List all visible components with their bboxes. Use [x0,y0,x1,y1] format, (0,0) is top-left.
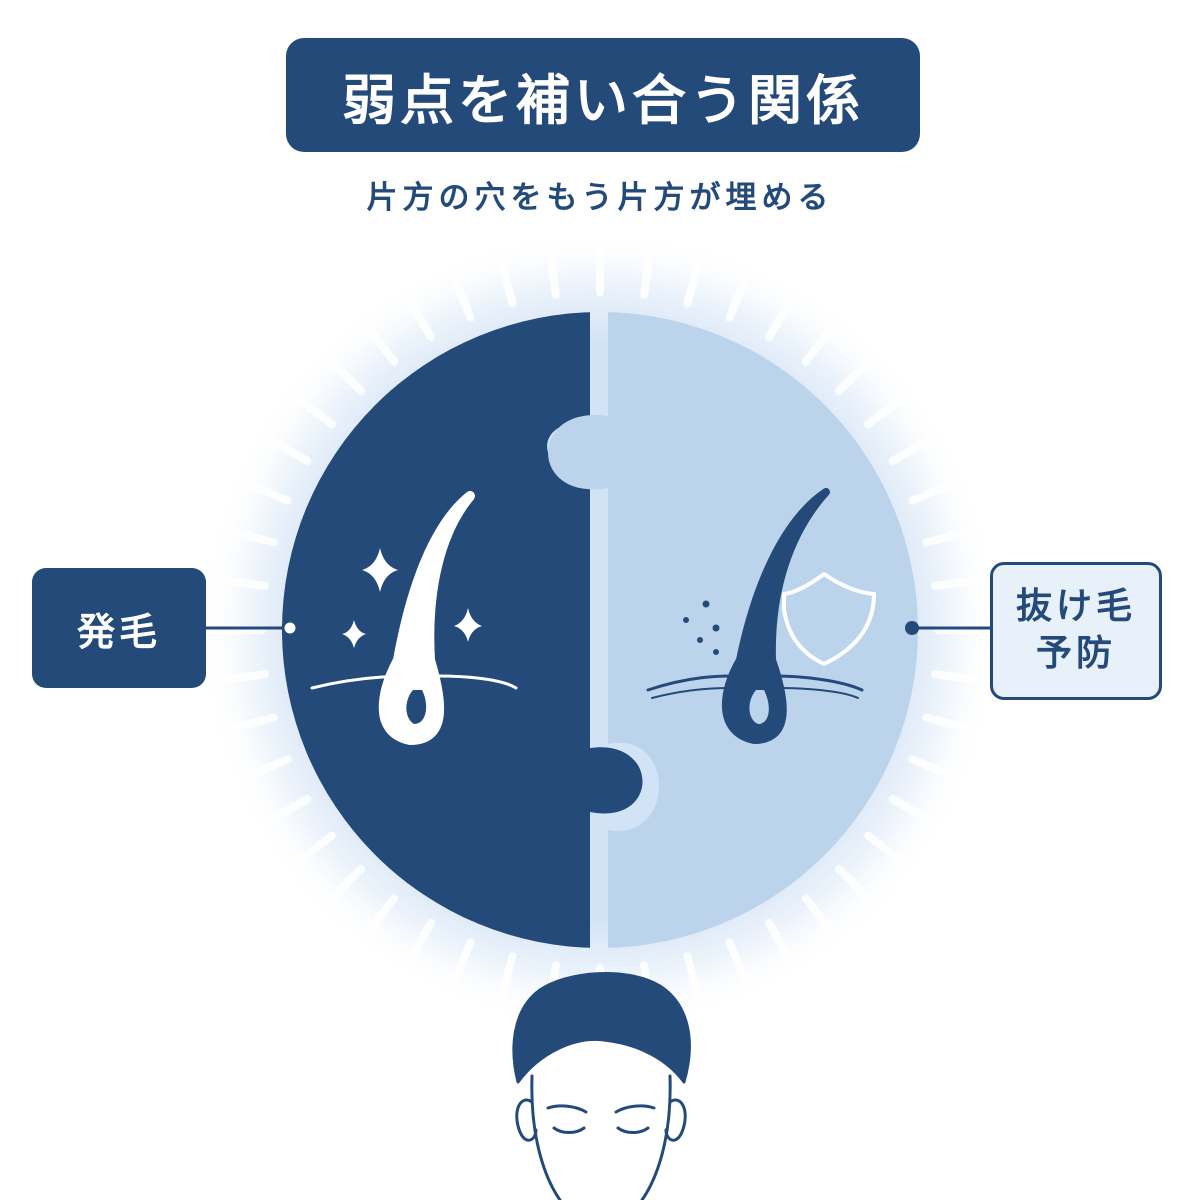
glow-ray [288,831,336,871]
man-face-icon [512,972,691,1200]
hair-follicle-icon [310,491,518,745]
glow-ray [359,894,399,942]
glow-ray [922,713,979,735]
glow-ray [321,865,365,909]
glow-ray [683,952,705,1009]
glow-ray [864,831,912,871]
glow-ray [211,670,269,685]
glow-ray [864,389,912,429]
sparkle-icon [342,548,482,648]
hair-loss-prevention-label: 抜け毛 予防 [1015,586,1136,674]
glow-ray [888,795,941,828]
glow-ray [288,389,336,429]
glow-ray [545,241,560,299]
glow-ray [908,477,963,505]
hair-growth-label-box: 発毛 [32,568,206,688]
glow-ray [495,251,517,308]
hair-follicle-icon [646,488,864,744]
glow-ray [402,289,435,342]
glow-ray [640,241,655,299]
page-title: 弱点を補い合う関係 [342,68,864,132]
subtitle: 片方の穴をもう片方が埋める [366,180,834,216]
glow-ray [683,251,705,308]
glow-ray [495,952,517,1009]
glow-ray [908,755,963,783]
glow-ray [211,575,269,590]
glow-ray [835,351,879,395]
glow-ray [447,267,475,322]
glow-ray [221,525,278,547]
glow-ray [765,289,798,342]
glow-ray [725,267,753,322]
glow-ray [801,894,841,942]
glow-ray [402,918,435,971]
glow-ray [447,938,475,993]
glow-ray [237,477,292,505]
title-banner: 弱点を補い合う関係 [286,38,920,152]
glow-ray [888,432,941,465]
glow-ray [259,432,312,465]
glow-ray [931,670,989,685]
glow-ray [725,938,753,993]
hair-growth-label: 発毛 [76,609,161,654]
hair-loss-prevention-label-box: 抜け毛 予防 [990,562,1162,700]
right-connector-dot [905,621,919,635]
glow-ray [237,755,292,783]
glow-ray [931,575,989,590]
shield-icon [782,572,876,666]
dots-icon [683,600,720,655]
glow-ray [221,713,278,735]
left-connector-dot [281,619,299,637]
glow-ray [835,865,879,909]
glow-ray [321,351,365,395]
glow-ray [359,318,399,366]
glow-ray [922,525,979,547]
glow-ray [259,795,312,828]
glow-ray [765,918,798,971]
glow-ray [801,318,841,366]
